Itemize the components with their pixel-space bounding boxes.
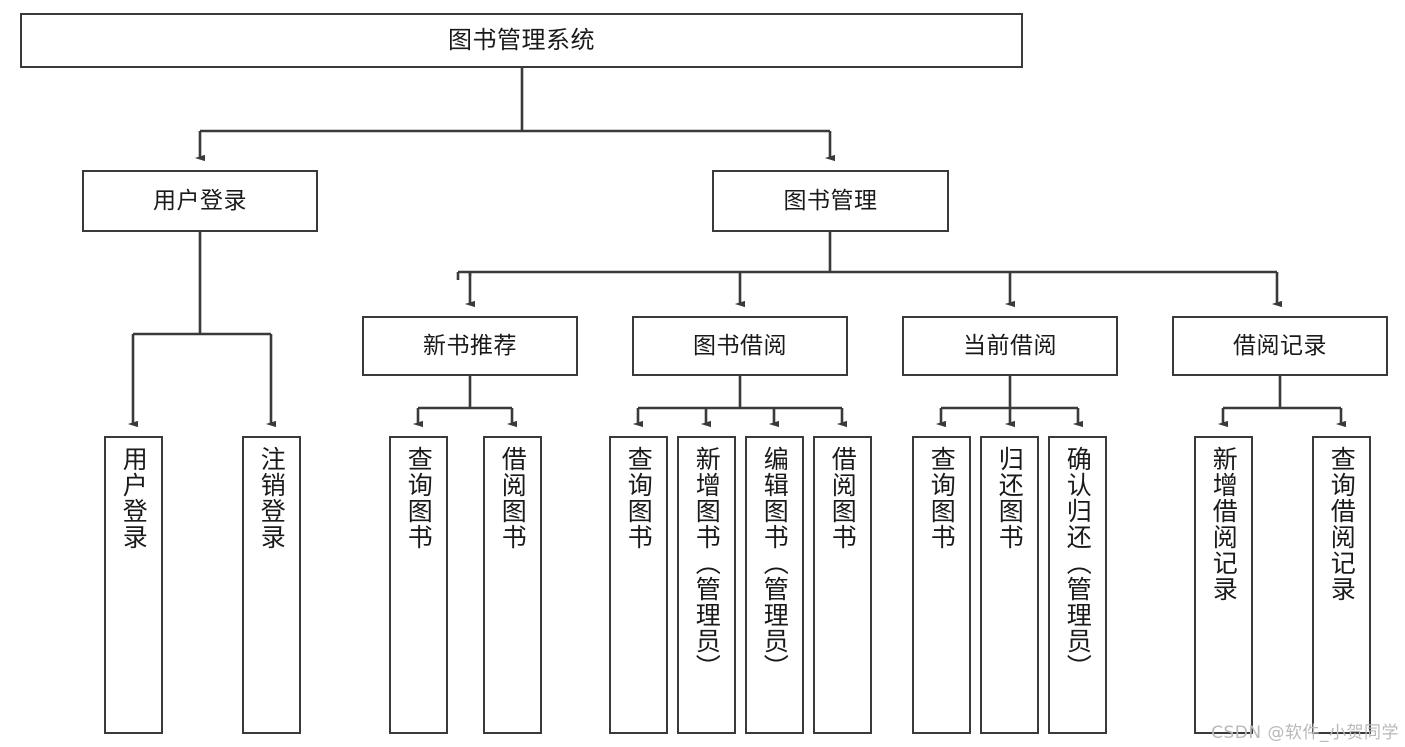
node-root-label: 图书管理系统 [448,25,595,54]
leaf-label: 查询借阅记录 [1327,446,1357,602]
leaf-book-borrow-borrow[interactable]: 借阅图书 [813,436,872,734]
node-book-borrow-label: 图书借阅 [693,332,787,359]
leaf-book-borrow-add[interactable]: 新增图书（管理员） [677,436,736,734]
node-user-login[interactable]: 用户登录 [82,170,318,232]
leaf-label: 编辑图书（管理员） [760,446,790,680]
leaf-borrow-record-query[interactable]: 查询借阅记录 [1312,436,1371,734]
leaf-label: 确认归还（管理员） [1063,446,1093,680]
watermark: CSDN @软件_小贺同学 [1211,723,1399,743]
node-new-book-recommend-label: 新书推荐 [423,332,517,359]
node-new-book-recommend[interactable]: 新书推荐 [362,316,578,376]
node-book-management[interactable]: 图书管理 [712,170,949,232]
leaf-label: 查询图书 [624,446,654,550]
leaf-new-book-borrow[interactable]: 借阅图书 [483,436,542,734]
leaf-current-borrow-confirm[interactable]: 确认归还（管理员） [1048,436,1107,734]
node-root[interactable]: 图书管理系统 [20,13,1023,68]
leaf-user-login-login[interactable]: 用户登录 [104,436,163,734]
leaf-label: 归还图书 [995,446,1025,550]
leaf-book-borrow-query[interactable]: 查询图书 [609,436,668,734]
node-current-borrow-label: 当前借阅 [963,332,1057,359]
leaf-new-book-query[interactable]: 查询图书 [389,436,448,734]
node-book-borrow[interactable]: 图书借阅 [632,316,848,376]
node-current-borrow[interactable]: 当前借阅 [902,316,1118,376]
node-user-login-label: 用户登录 [153,187,247,214]
leaf-borrow-record-add[interactable]: 新增借阅记录 [1194,436,1253,734]
leaf-book-borrow-edit[interactable]: 编辑图书（管理员） [745,436,804,734]
node-book-management-label: 图书管理 [783,187,878,214]
leaf-current-borrow-return[interactable]: 归还图书 [980,436,1039,734]
node-borrow-record-label: 借阅记录 [1233,332,1327,359]
leaf-current-borrow-query[interactable]: 查询图书 [912,436,971,734]
leaf-user-login-logout[interactable]: 注销登录 [242,436,301,734]
leaf-label: 查询图书 [404,446,434,550]
leaf-label: 借阅图书 [498,446,528,550]
node-borrow-record[interactable]: 借阅记录 [1172,316,1388,376]
leaf-label: 新增借阅记录 [1209,446,1239,602]
leaf-label: 新增图书（管理员） [692,446,722,680]
leaf-label: 用户登录 [119,446,149,550]
leaf-label: 注销登录 [257,446,287,550]
leaf-label: 查询图书 [927,446,957,550]
leaf-label: 借阅图书 [828,446,858,550]
